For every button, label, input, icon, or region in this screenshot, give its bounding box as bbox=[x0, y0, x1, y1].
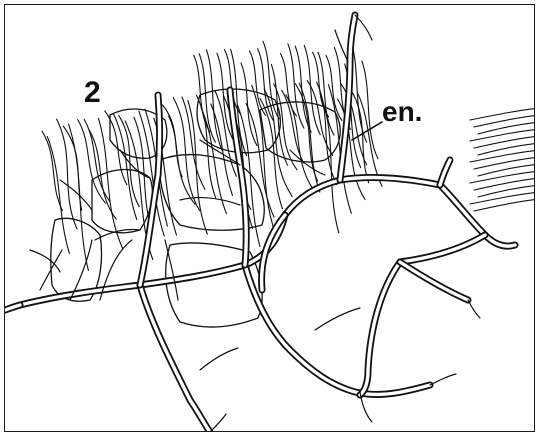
striation-line bbox=[182, 97, 205, 189]
region-label-en: en. bbox=[382, 98, 422, 126]
striation-line bbox=[197, 95, 216, 197]
striation-line bbox=[69, 124, 89, 270]
striation-line bbox=[349, 87, 369, 183]
vein-outer-wall bbox=[140, 285, 210, 432]
striation-line bbox=[358, 94, 382, 186]
right-fiber-lines bbox=[470, 108, 539, 211]
fiber-line bbox=[470, 192, 539, 204]
main-vein-network bbox=[0, 15, 515, 432]
vein-lumen bbox=[400, 262, 468, 300]
striation-line bbox=[295, 84, 317, 182]
striation-line bbox=[241, 63, 257, 146]
fiber-line bbox=[470, 150, 539, 162]
fiber-line bbox=[470, 129, 539, 141]
figure-number-label: 2 bbox=[84, 78, 101, 108]
striation-line bbox=[57, 119, 77, 229]
vein-lumen bbox=[340, 15, 355, 180]
striation-line bbox=[194, 55, 210, 132]
striation-line bbox=[286, 95, 313, 189]
fiber-line bbox=[470, 171, 539, 183]
fiber-line bbox=[470, 108, 539, 120]
vein-lumen bbox=[245, 265, 430, 394]
